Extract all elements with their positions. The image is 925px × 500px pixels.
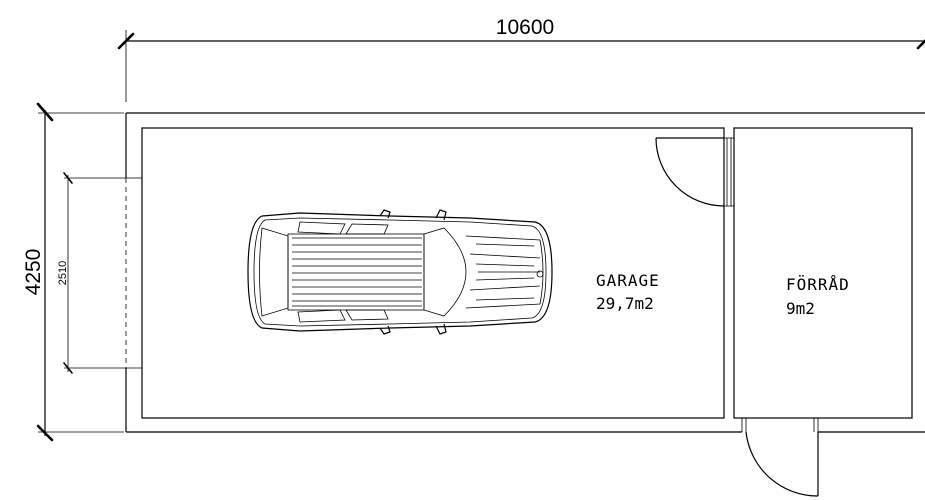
- garage-label: GARAGE 29,7m2: [596, 271, 660, 313]
- garage-room: [141, 127, 725, 419]
- width-dimension: 10600: [117, 16, 925, 102]
- car-icon: [247, 209, 553, 335]
- depth-dimension: 4250: [22, 102, 124, 442]
- door-swing-icon: [655, 137, 725, 207]
- garage-name: GARAGE: [596, 271, 660, 290]
- door-swing-icon: [745, 431, 819, 497]
- building-walls: [125, 112, 925, 433]
- depth-dimension-label: 4250: [22, 249, 45, 296]
- storage-room: [733, 127, 913, 419]
- storage-name: FÖRRÅD: [786, 275, 850, 294]
- storage-area: 9m2: [786, 299, 815, 318]
- garage-area: 29,7m2: [596, 294, 654, 313]
- opening-dimension: 2510: [57, 172, 142, 374]
- roof-ribs: [292, 237, 422, 307]
- opening-dimension-label: 2510: [57, 261, 69, 285]
- width-dimension-label: 10600: [496, 16, 554, 39]
- storage-label: FÖRRÅD 9m2: [786, 275, 850, 318]
- hood-lines: [475, 243, 535, 301]
